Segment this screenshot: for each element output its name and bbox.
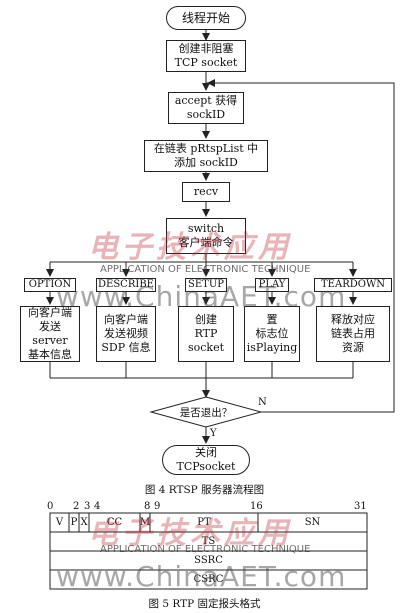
- start-node: 线程开始: [166, 6, 246, 30]
- watermark-en-top: APPLICATION OF ELECTRONIC TECHNIQUE: [100, 264, 311, 275]
- decision-diamond: [149, 396, 263, 428]
- action-option: 向客户端 发送 server 基本信息: [20, 306, 80, 362]
- watermark-cn-top: 电子技术应用: [88, 230, 292, 265]
- bit-number-3: 3: [84, 501, 91, 512]
- switch-node: switch 客户端命令: [166, 218, 246, 254]
- field-p: P: [70, 517, 78, 528]
- watermark-url-top: www.ChinaAET.com: [56, 280, 347, 313]
- create-socket-node: 创建非阻塞 TCP socket: [166, 40, 246, 72]
- command-option: OPTION: [24, 278, 76, 292]
- bit-number-4: 4: [94, 501, 101, 512]
- field-pt: PT: [197, 517, 211, 528]
- watermark-en-bottom: APPLICATION OF ELECTRONIC TECHNIQUE: [100, 544, 311, 555]
- field-sn: SN: [304, 517, 321, 528]
- recv-node: recv: [182, 182, 230, 202]
- action-play: 置 标志位 isPlaying: [244, 306, 300, 362]
- add-list-node: 在链表 pRtspList 中 添加 sockID: [144, 140, 268, 172]
- edge-no-loop: [206, 82, 395, 413]
- bit-number-16: 16: [250, 501, 263, 512]
- action-describe: 向客户端 发送视频 SDP 信息: [96, 306, 156, 362]
- watermark-url-bottom: www.ChinaAET.com: [56, 560, 347, 593]
- end-node: 关闭 TCPsocket: [162, 445, 250, 475]
- yes-label: Y: [210, 428, 217, 439]
- action-teardown: 释放对应 链表占用 资源: [316, 306, 390, 362]
- figure-5-caption: 图 5 RTP 固定报头格式: [148, 598, 261, 610]
- command-teardown: TEARDOWN: [314, 278, 392, 292]
- field-v: V: [55, 517, 64, 528]
- bit-number-31: 31: [354, 501, 367, 512]
- bit-number-2: 2: [73, 501, 80, 512]
- field-m: M: [139, 517, 151, 528]
- bit-number-8: 8: [144, 501, 151, 512]
- field-cc: CC: [106, 517, 123, 528]
- rtp-header-table: [49, 512, 368, 590]
- command-setup: SETUP: [185, 278, 227, 292]
- field-x: X: [80, 517, 88, 528]
- bit-number-9: 9: [154, 501, 161, 512]
- command-play: PLAY: [255, 278, 289, 292]
- field-ts: TS: [201, 536, 216, 547]
- field-ssrc: SSRC: [194, 555, 223, 566]
- accept-node: accept 获得 sockID: [168, 92, 244, 124]
- decision-label: 是否退出？: [179, 407, 233, 419]
- no-label: N: [258, 397, 267, 408]
- bit-number-0: 0: [47, 501, 54, 512]
- watermark-cn-bottom: 电子技术应用: [88, 516, 292, 551]
- action-setup: 创建 RTP socket: [178, 306, 234, 362]
- field-csrc: CSRC: [193, 574, 224, 585]
- command-describe: DESCRIBE: [96, 278, 156, 292]
- figure-4-caption: 图 4 RTSP 服务器流程图: [144, 484, 265, 496]
